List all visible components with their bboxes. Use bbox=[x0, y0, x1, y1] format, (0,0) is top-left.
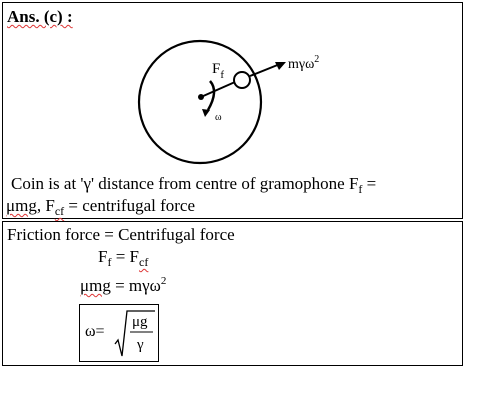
solution-line-1: Friction force = Centrifugal force bbox=[7, 225, 235, 244]
radius-line bbox=[200, 81, 236, 98]
statement-line-2: μmg, Fcf = centrifugal force bbox=[6, 196, 196, 218]
omega-arrow-head bbox=[202, 109, 210, 117]
answer-label-text: Ans. (c) : bbox=[7, 7, 73, 26]
formula-lhs: ω= bbox=[85, 323, 105, 340]
arrow-head bbox=[275, 62, 286, 70]
formula-denominator: γ bbox=[136, 337, 144, 353]
solution-line-2: Ff = Fcf bbox=[98, 247, 149, 269]
centrifugal-force-arrow bbox=[249, 63, 281, 77]
solution-box bbox=[2, 221, 463, 366]
radical-sign bbox=[114, 310, 155, 357]
statement-box bbox=[2, 2, 463, 219]
centrifugal-force-label: mγω2 bbox=[288, 54, 319, 72]
formula-numerator: μg bbox=[132, 314, 148, 330]
answer-label: Ans. (c) : bbox=[7, 7, 73, 27]
statement-line-1: Coin is at 'γ' distance from centre of g… bbox=[11, 174, 377, 196]
formula-box bbox=[79, 304, 159, 362]
formula: ω= μg γ bbox=[85, 310, 155, 357]
solution-line-3: μmg = mγω2 bbox=[80, 275, 167, 295]
gramophone-diagram: Ff mγω2 ω bbox=[137, 39, 319, 165]
omega-label: ω bbox=[215, 112, 222, 123]
gramophone-disc bbox=[137, 39, 263, 165]
omega-arc bbox=[206, 80, 216, 111]
friction-force-label: Ff bbox=[212, 61, 224, 81]
coin bbox=[233, 71, 251, 89]
